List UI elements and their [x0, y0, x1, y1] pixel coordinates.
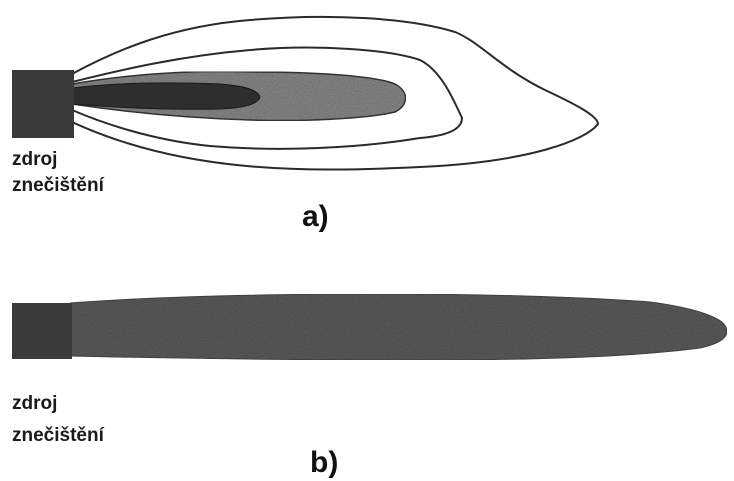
plume-b-shape — [70, 294, 727, 360]
plume-a-dark-core — [72, 83, 260, 109]
panel-a-caption: a) — [302, 200, 329, 234]
source-label-b-line2: znečištění — [12, 424, 104, 448]
panel-a — [12, 17, 598, 170]
source-label-b-line1: zdroj — [12, 392, 57, 416]
pollution-source-block-a — [12, 70, 74, 138]
source-label-a-line1: zdroj — [12, 148, 57, 172]
panel-b — [12, 294, 727, 360]
source-label-a-line2: znečištění — [12, 174, 104, 198]
pollution-source-block-b — [12, 303, 72, 359]
panel-b-caption: b) — [310, 446, 338, 480]
